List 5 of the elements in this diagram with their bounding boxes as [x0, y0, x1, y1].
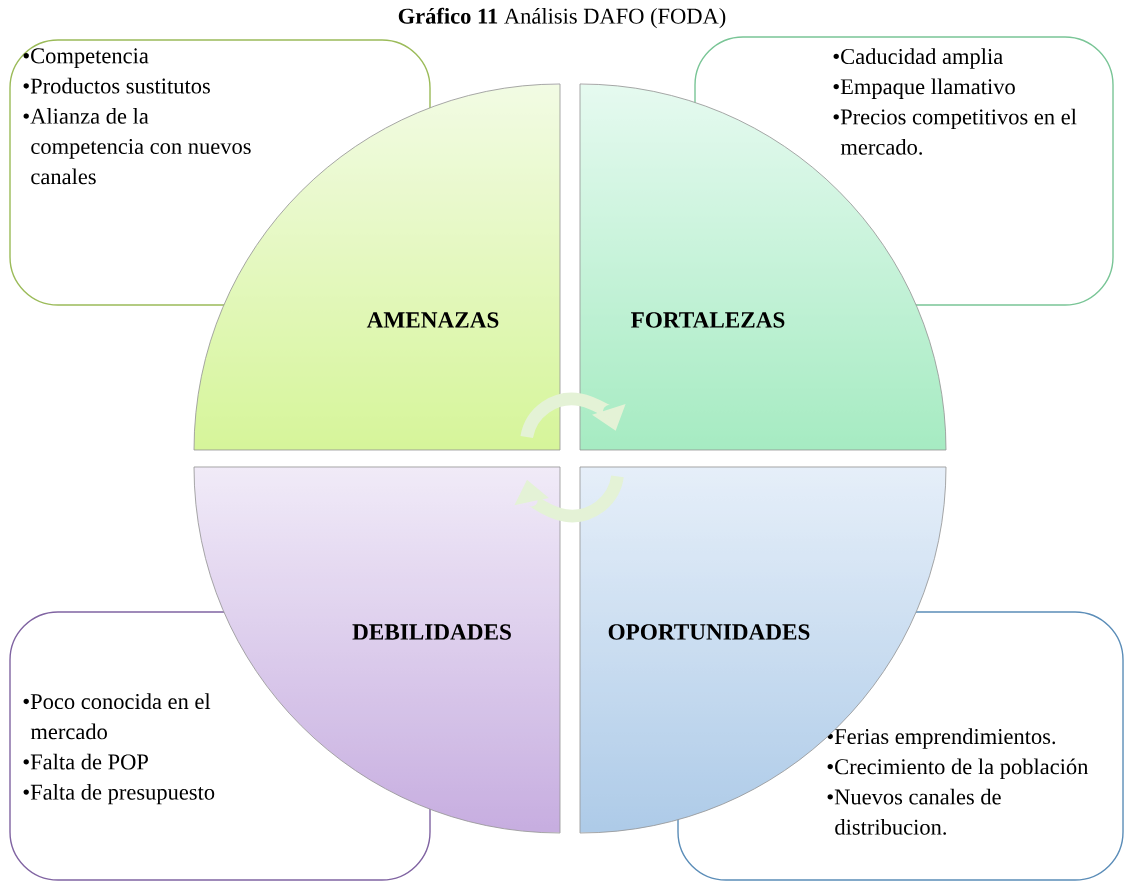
bullet-text: •Falta de POP — [23, 753, 148, 770]
cycle-arrow — [514, 475, 624, 523]
bullet-text: •Competencia — [23, 48, 149, 68]
title: Gráfico 11 Análisis DAFO (FODA) — [398, 7, 726, 29]
bullet-text: •Caducidad amplia — [833, 48, 1003, 69]
